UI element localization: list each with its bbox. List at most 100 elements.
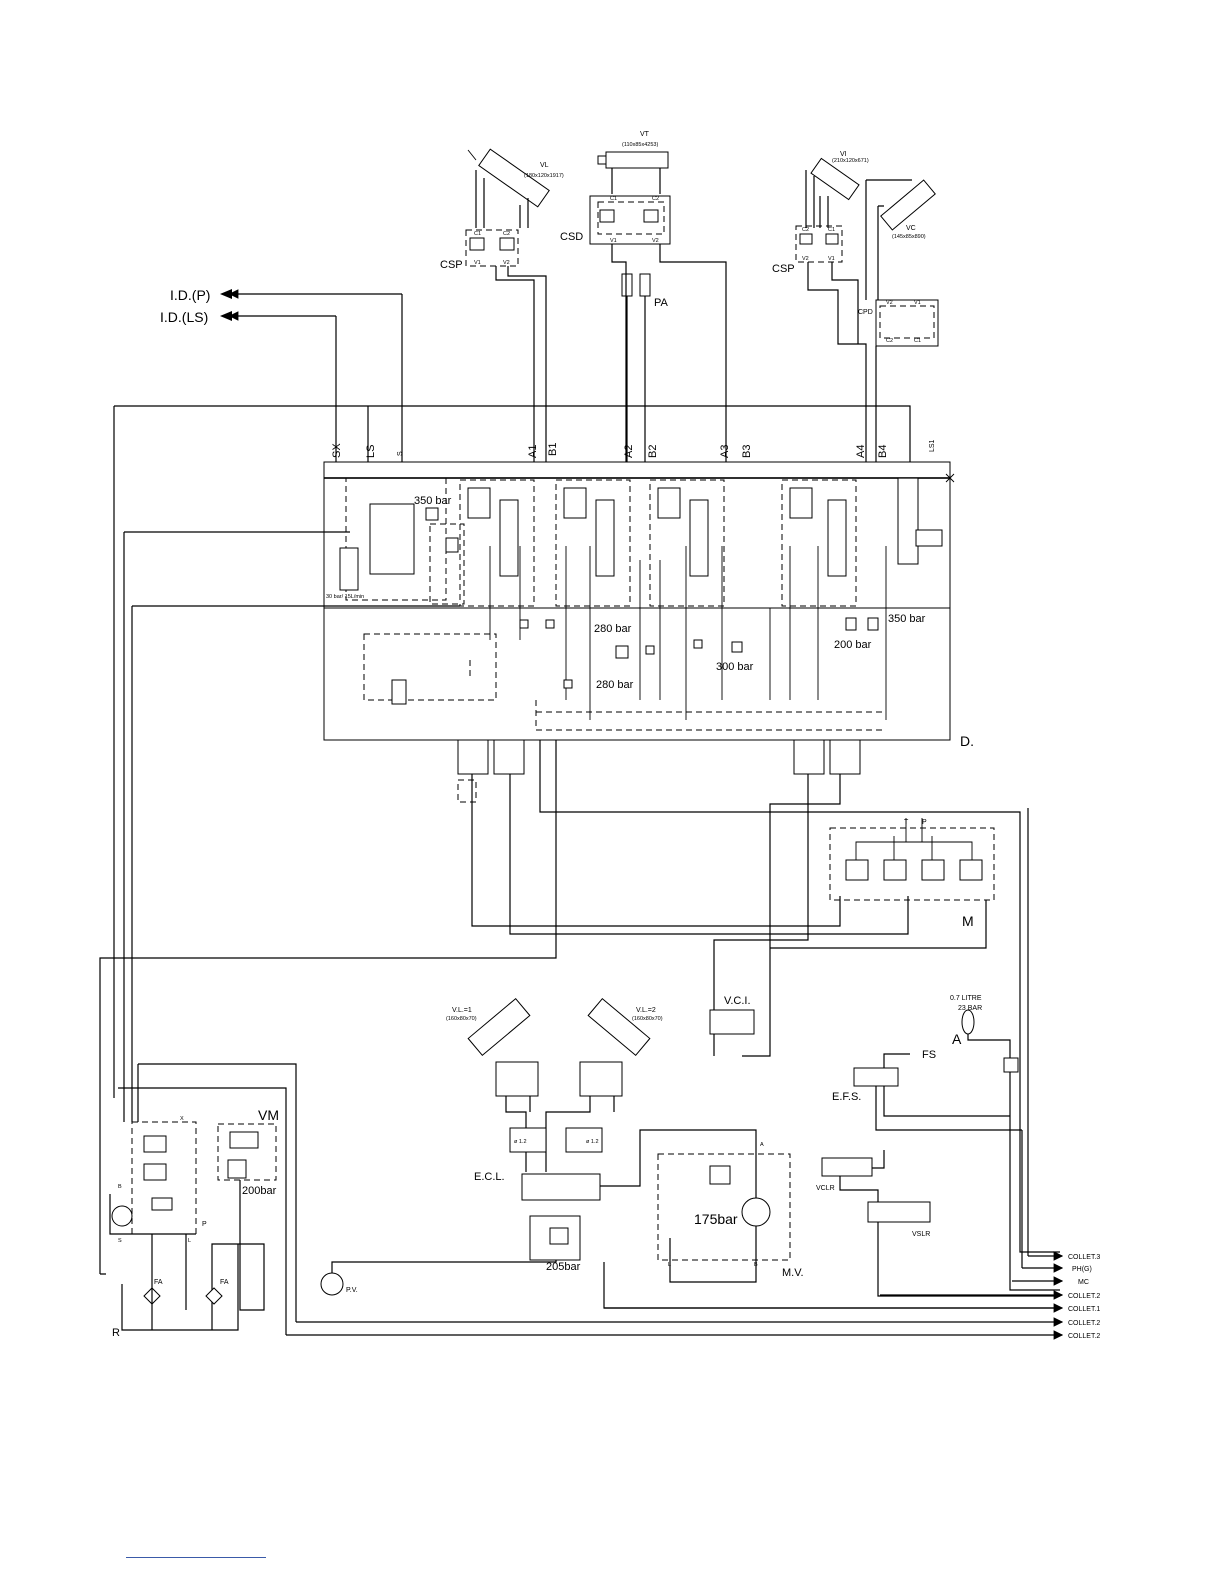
block-d-label: D.	[960, 733, 974, 749]
vm-label: VM	[258, 1107, 279, 1123]
out-collet2a: COLLET.2	[1068, 1293, 1100, 1300]
csp-left-c1: C1	[474, 231, 481, 237]
id-p-label: I.D.(P)	[170, 287, 210, 303]
out-mc: MC	[1078, 1279, 1089, 1286]
m-t: T	[904, 819, 909, 826]
efs-label: E.F.S.	[832, 1091, 861, 1103]
id-ls-label: I.D.(LS)	[160, 309, 208, 325]
csp-right-v1: V1	[828, 256, 835, 262]
p175-label: 175bar	[694, 1211, 738, 1227]
port-ls1: LS1	[929, 439, 936, 452]
csp-left-v2: V2	[503, 260, 510, 266]
csp-right-c1: C1	[828, 227, 835, 233]
vi-label: VI	[840, 151, 847, 158]
vl-label: VL	[540, 162, 549, 169]
orifice-2: ø 1.2	[586, 1139, 599, 1145]
vl-cylinder: VL (180x120x1917)	[467, 148, 564, 208]
efs-valve: FS E.F.S.	[832, 1049, 936, 1103]
out-collet3: COLLET.3	[1068, 1254, 1100, 1261]
vt-cylinder: VT (110x85x4253)	[597, 131, 669, 169]
cpd-label: CPD	[858, 309, 873, 316]
output-lines: COLLET.3 PH(G) MC COLLET.2 COLLET.1 COLL…	[286, 1251, 1100, 1340]
pv-label: P.V.	[346, 1287, 358, 1294]
port-b2: B2	[647, 445, 659, 458]
csd-c2: C2	[652, 196, 659, 202]
vi-dim-label: (210x120x671)	[832, 158, 869, 164]
csd-c1: C1	[610, 196, 617, 202]
pump-p: P	[202, 1221, 207, 1228]
p350-right: 350 bar	[888, 613, 926, 625]
accumulator: 0.7 LITRE 23 BAR A	[950, 995, 982, 1047]
mv-block: 175bar M.V. L B A	[657, 1142, 804, 1279]
p300: 300 bar	[716, 661, 754, 673]
flow-note: 30 bar/ 15L/min	[326, 594, 364, 600]
pump-l: L	[188, 1238, 191, 1244]
csp-left-c2: C2	[503, 231, 510, 237]
cpd-c1: C1	[914, 338, 921, 344]
port-a3: A3	[719, 445, 731, 458]
pa-sensors: PA	[621, 273, 669, 309]
port-a1: A1	[527, 445, 539, 458]
csd-valve: C1 C2 V1 V2 CSD	[560, 195, 671, 245]
mv-label: M.V.	[782, 1267, 804, 1279]
vt-label: VT	[640, 131, 650, 138]
out-collet1: COLLET.1	[1068, 1306, 1100, 1313]
vclr-label: VCLR	[816, 1185, 835, 1192]
pump-s: S	[118, 1238, 122, 1244]
port-ls: LS	[365, 445, 377, 458]
vli1-label: V.L.=1	[452, 1007, 472, 1014]
vt-dim-label: (110x85x4253)	[622, 142, 658, 148]
pump-b: B	[118, 1184, 122, 1190]
mv-a: A	[760, 1142, 764, 1148]
m-p: P	[922, 819, 927, 826]
fa2-label: FA	[220, 1279, 229, 1286]
port-a4: A4	[855, 445, 867, 458]
cpd-valve: CPD V2 V1 C2 C1	[858, 299, 939, 347]
port-b1: B1	[547, 443, 559, 456]
orifice-1: ø 1.2	[514, 1139, 527, 1145]
vli1-dim: (160x80x70)	[446, 1016, 477, 1022]
port-b3: B3	[741, 445, 753, 458]
csp-right-v2: V2	[802, 256, 809, 262]
cpd-c2: C2	[886, 338, 893, 344]
accu-a-label: A	[952, 1031, 962, 1047]
id-outputs: I.D.(P) I.D.(LS)	[160, 287, 402, 325]
out-collet2c: COLLET.2	[1068, 1333, 1100, 1340]
p200-dist: 200 bar	[834, 639, 872, 651]
port-a2: A2	[623, 445, 635, 458]
pump-pv: P.V.	[320, 1272, 358, 1296]
cpd-v1: V1	[914, 300, 921, 306]
check-valve	[1003, 1057, 1019, 1073]
pump-x: X	[180, 1116, 184, 1122]
p205-label: 205bar	[546, 1261, 581, 1273]
footer-rule	[126, 1557, 266, 1558]
csp-right-valve: C2 C1 V2 V1 CSP	[772, 225, 843, 275]
port-sx: SX	[331, 443, 343, 458]
vci-label: V.C.I.	[724, 995, 751, 1007]
ecl-label: E.C.L.	[474, 1171, 505, 1183]
vi-cylinder: VI (210x120x671)	[810, 151, 869, 201]
vclr-vslr: VCLR VSLR	[816, 1157, 931, 1238]
vc-label: VC	[906, 225, 916, 232]
relief-205: 205bar	[529, 1215, 581, 1273]
vl-cylinders: V.L.=1 (160x80x70) V.L.=2 (160x80x70)	[446, 997, 663, 1097]
m-block: T P M	[829, 818, 995, 929]
orifices: ø 1.2 ø 1.2	[509, 1127, 603, 1153]
m-label: M	[962, 913, 974, 929]
vm-valve: VM 200bar	[217, 1107, 279, 1197]
accu-volume: 0.7 LITRE	[950, 995, 982, 1002]
port-b4: B4	[877, 445, 889, 458]
fs-label: FS	[922, 1049, 936, 1061]
csp-left-label: CSP	[440, 259, 463, 271]
ecl-valve: E.C.L.	[474, 1171, 601, 1201]
accu-pressure: 23 BAR	[958, 1005, 982, 1012]
port-s: S	[397, 451, 404, 456]
distributor-block: D. SX LS S A1 B1 A2 B2 A3 B3 A4 B4 LS1 3…	[323, 439, 974, 749]
vc-dim-label: (145x85x890)	[892, 234, 926, 240]
vl-dim-label: (180x120x1917)	[524, 173, 564, 179]
vc-cylinder: VC (145x85x890)	[880, 179, 936, 240]
csp-right-label: CSP	[772, 263, 795, 275]
csd-v2: V2	[652, 238, 659, 244]
csp-left-v1: V1	[474, 260, 481, 266]
csp-left-valve: C1 C2 V1 V2 CSP	[440, 229, 519, 271]
